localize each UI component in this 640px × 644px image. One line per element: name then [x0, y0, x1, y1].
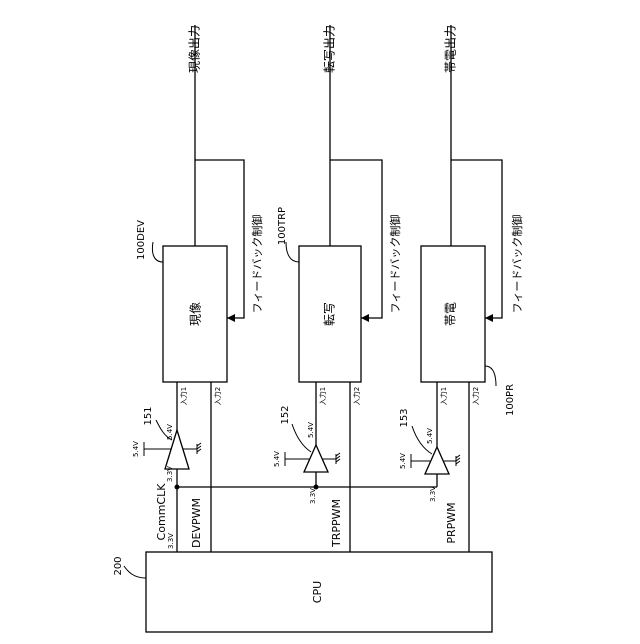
cpu-ref-leader: [124, 566, 146, 578]
block-label: 帯電: [444, 302, 458, 326]
buffer-out-voltage: 5.4V: [426, 428, 434, 444]
feedback-arrow: [485, 314, 493, 322]
ground-icon: [197, 443, 201, 454]
comm-clk-voltage: 3.3V: [167, 533, 175, 549]
output-label: 転写出力: [323, 25, 337, 73]
output-label: 現像出力: [188, 25, 202, 73]
input1-label: 入力1: [318, 387, 327, 405]
buffer-ref: 152: [280, 405, 291, 424]
feedback-label: フィードバック制御: [510, 215, 524, 314]
supply-label: 5.4V: [273, 451, 281, 467]
block-ref: 100PR: [505, 384, 516, 416]
buffer-in-voltage: 3.3V: [166, 466, 174, 482]
feedback-label: フィードバック制御: [250, 215, 264, 314]
pwm-label: PRPWM: [445, 502, 458, 543]
block-label: 転写: [323, 302, 337, 326]
channel-pr: 帯電 帯電出力 フィードバック制御 100PR 入力1 入力2 PRPWM 5.…: [399, 25, 524, 552]
block-ref: 100DEV: [136, 220, 147, 260]
pwm-label: TRPPWM: [330, 499, 343, 548]
block-ref: 100TRP: [277, 207, 288, 245]
channel-dev: 現像 現像出力 フィードバック制御 100DEV 入力1 入力2 DEVPWM …: [132, 25, 264, 552]
input1-label: 入力1: [439, 387, 448, 405]
ground-icon: [336, 453, 340, 464]
block-label: 現像: [189, 302, 203, 326]
comm-clk-bus: [175, 469, 438, 552]
cpu-ref: 200: [113, 556, 124, 575]
buffer-ref: 151: [143, 406, 154, 425]
block-ref-leader: [485, 366, 496, 386]
input2-label: 入力2: [213, 387, 222, 405]
cpu-label: CPU: [311, 581, 324, 603]
feedback-arrow: [227, 314, 235, 322]
feedback-label: フィードバック制御: [388, 215, 402, 314]
input1-label: 入力1: [179, 387, 188, 405]
channel-trp: 転写 転写出力 フィードバック制御 100TRP 入力1 入力2 TRPPWM …: [273, 25, 402, 552]
buffer-in-voltage: 3.3V: [429, 486, 437, 502]
buffer-out-voltage: 5.4V: [166, 424, 174, 440]
junction-dot: [175, 485, 180, 490]
buffer-in-voltage: 3.3V: [309, 488, 317, 504]
supply-label: 5.4V: [399, 453, 407, 469]
ground-icon: [456, 455, 460, 466]
block-ref-leader: [152, 242, 163, 262]
supply-label: 5.4V: [132, 441, 140, 457]
input2-label: 入力2: [352, 387, 361, 405]
feedback-arrow: [361, 314, 369, 322]
output-label: 帯電出力: [444, 25, 458, 73]
buffer-ref: 153: [399, 408, 410, 427]
buffer-out-voltage: 5.4V: [307, 422, 315, 438]
pwm-label: DEVPWM: [190, 498, 203, 548]
input2-label: 入力2: [471, 387, 480, 405]
comm-clk-label: CommCLK: [155, 483, 168, 541]
